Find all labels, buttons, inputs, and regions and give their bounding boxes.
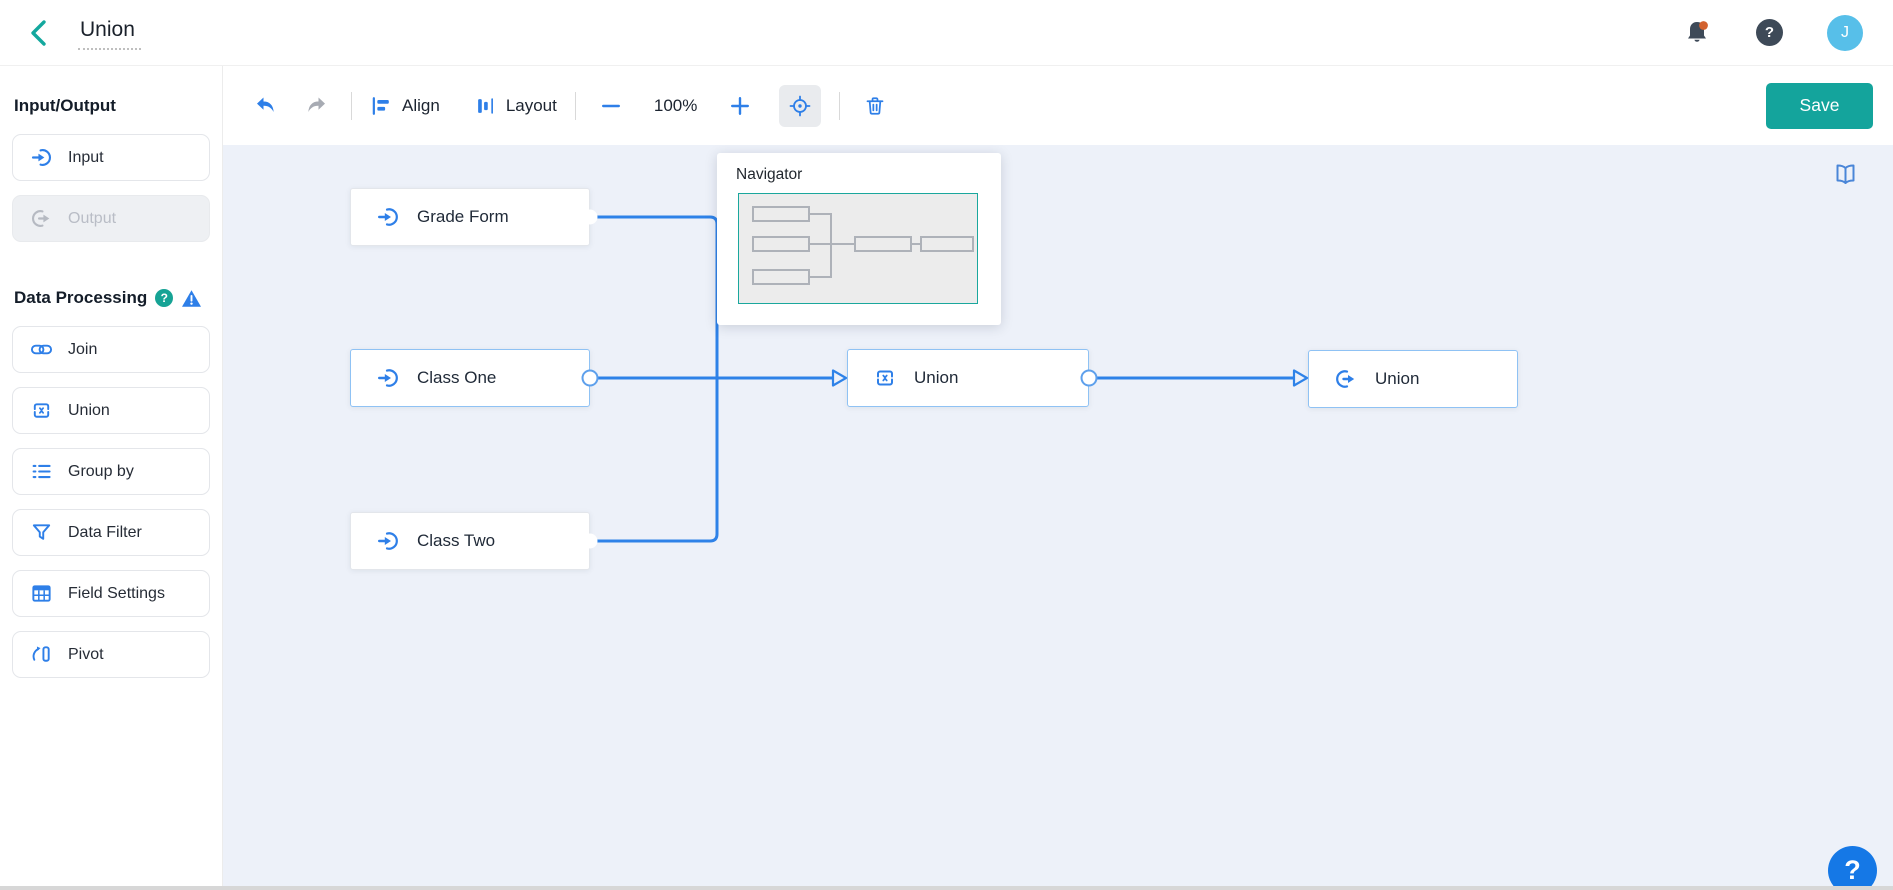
section-heading-data-processing: Data Processing [14,288,148,307]
output-icon [1334,367,1358,391]
layout-label: Layout [505,95,557,115]
notifications-button[interactable] [1682,18,1712,48]
bell-icon [1682,18,1712,48]
edge-gradeform-classtwo-merge [590,215,719,543]
navigator-panel: Navigator [717,153,1001,325]
avatar[interactable]: J [1827,14,1863,51]
sidebar: Input/Output Input Output [0,66,223,886]
union-icon [873,366,897,390]
layout-button[interactable]: Layout [474,95,557,117]
align-icon [370,95,392,117]
output-icon [30,207,53,230]
node-label: Grade Form [417,207,509,226]
back-chevron-icon [27,19,51,47]
book-icon [1832,162,1859,187]
help-fab-button[interactable]: ? [1828,846,1877,886]
sidebar-item-label: Output [68,209,117,227]
group-by-icon [30,460,53,483]
node-class-two[interactable]: Class Two [350,512,590,570]
save-button[interactable]: Save [1766,82,1873,129]
sidebar-item-label: Data Filter [68,523,142,541]
question-mark-icon: ? [1844,855,1861,885]
node-label: Class Two [417,531,496,550]
redo-icon [305,96,327,116]
sidebar-item-group-by[interactable]: Group by [12,448,210,495]
input-icon [376,529,400,553]
sidebar-item-label: Union [68,401,110,419]
question-mark-icon: ? [1764,24,1775,41]
sidebar-item-join[interactable]: Join [12,326,210,373]
table-icon [30,582,53,605]
fit-view-button[interactable] [779,84,822,127]
union-icon [30,399,53,422]
sidebar-item-input[interactable]: Input [12,134,210,181]
node-label: Union [1375,369,1420,388]
node-label: Union [914,368,959,387]
input-icon [30,146,53,169]
node-union[interactable]: Union [847,349,1089,407]
zoom-level: 100% [653,95,698,115]
canvas-toolbar: Align Layout 100% [223,66,1893,145]
warning-triangle-icon[interactable] [181,289,202,308]
sidebar-item-union[interactable]: Union [12,387,210,434]
sidebar-item-label: Join [68,340,98,358]
sidebar-item-label: Group by [68,462,134,480]
back-button[interactable] [24,18,54,48]
data-processing-help-icon[interactable]: ? [155,289,174,307]
input-icon [376,205,400,229]
section-heading-input-output: Input/Output [14,96,116,115]
align-button[interactable]: Align [370,95,440,117]
zoom-in-button[interactable] [723,89,757,123]
docs-button[interactable] [1832,162,1859,187]
arrowhead-icon [831,369,848,387]
join-icon [30,338,53,361]
sidebar-item-label: Pivot [68,645,104,663]
plus-icon [729,95,751,117]
help-button[interactable]: ? [1756,19,1783,46]
filter-icon [30,521,53,544]
layout-icon [474,95,496,117]
node-class-one[interactable]: Class One [350,349,590,407]
trash-icon [864,95,886,117]
window-bottom-edge [0,886,1893,890]
delete-button[interactable] [858,89,892,123]
sidebar-item-field-settings[interactable]: Field Settings [12,570,210,617]
node-label: Class One [417,368,497,387]
avatar-initial: J [1841,23,1849,41]
sidebar-item-output: Output [12,195,210,242]
zoom-out-button[interactable] [594,89,628,123]
undo-button[interactable] [249,89,283,123]
navigator-minimap[interactable] [738,193,978,304]
redo-button[interactable] [299,89,333,123]
flow-canvas[interactable]: Grade Form Class One [223,145,1893,886]
minimap-graph [752,206,974,285]
sidebar-item-label: Field Settings [68,584,165,602]
app-header: Union ? J [0,0,1893,66]
node-grade-form[interactable]: Grade Form [350,188,590,246]
input-icon [376,366,400,390]
navigator-title: Navigator [736,166,803,183]
sidebar-item-label: Input [68,148,104,166]
pivot-icon [30,643,53,666]
arrowhead-icon [1292,369,1309,387]
sidebar-item-pivot[interactable]: Pivot [12,631,210,678]
page-title[interactable]: Union [78,16,141,50]
minus-icon [600,95,622,117]
sidebar-item-data-filter[interactable]: Data Filter [12,509,210,556]
target-icon [788,94,812,118]
undo-icon [255,96,277,116]
node-union-output[interactable]: Union [1308,350,1518,408]
align-label: Align [402,95,440,115]
